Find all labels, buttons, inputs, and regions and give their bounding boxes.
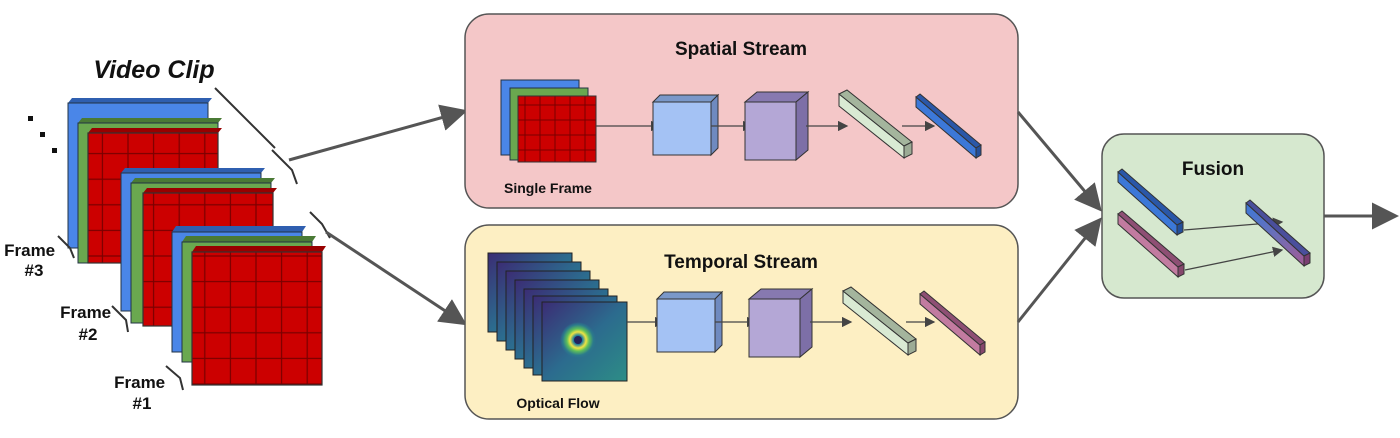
- temporal-bar-4: [919, 290, 986, 357]
- single-frame-label: Single Frame: [504, 180, 592, 196]
- temporal-cube-2: [747, 287, 814, 359]
- frame-label-1-line1: Frame: [114, 373, 165, 392]
- spatial-block-3: [838, 89, 913, 160]
- spatial-cube-1: [651, 93, 720, 157]
- fusion-title: Fusion: [1182, 159, 1244, 180]
- video-clip-title: Video Clip: [93, 56, 214, 84]
- fusion-bar-temporal: [1117, 210, 1185, 279]
- frame-label-3-line1: Frame: [4, 241, 55, 260]
- frame-label-2-line2: #2: [79, 325, 98, 344]
- optical-flow-stack: [487, 252, 628, 382]
- frame-label-3: Frame #3: [4, 241, 60, 280]
- temporal-cube-1: [655, 290, 724, 354]
- frame-label-2-line1: Frame: [60, 303, 111, 322]
- arrow-to-temporal: [325, 230, 468, 326]
- frame-label-3-line2: #3: [25, 261, 44, 280]
- temporal-block-3: [842, 286, 917, 357]
- fusion-connector-temporal: [1184, 246, 1284, 271]
- arrow-spatial-to-fusion: [1016, 111, 1102, 212]
- fusion-bar-spatial: [1117, 168, 1184, 237]
- spatial-bar-4: [915, 93, 982, 160]
- spatial-cube-2: [743, 90, 810, 162]
- frame-label-2: Frame #2: [60, 303, 116, 344]
- spatial-stream-title: Spatial Stream: [675, 39, 807, 60]
- ellipsis-icon: [28, 116, 57, 153]
- frame-stack-1: [171, 226, 326, 386]
- optical-flow-label: Optical Flow: [516, 395, 599, 411]
- frame-label-1-line2: #1: [133, 394, 152, 413]
- frame-label-1: Frame #1: [114, 373, 170, 413]
- single-frame-icon: [500, 79, 597, 163]
- fusion-bar-output: [1245, 199, 1311, 268]
- arrow-temporal-to-fusion: [1016, 217, 1102, 323]
- arrow-to-spatial: [288, 104, 468, 162]
- spatial-stream-panel: [464, 13, 1019, 209]
- temporal-stream-title: Temporal Stream: [664, 252, 818, 273]
